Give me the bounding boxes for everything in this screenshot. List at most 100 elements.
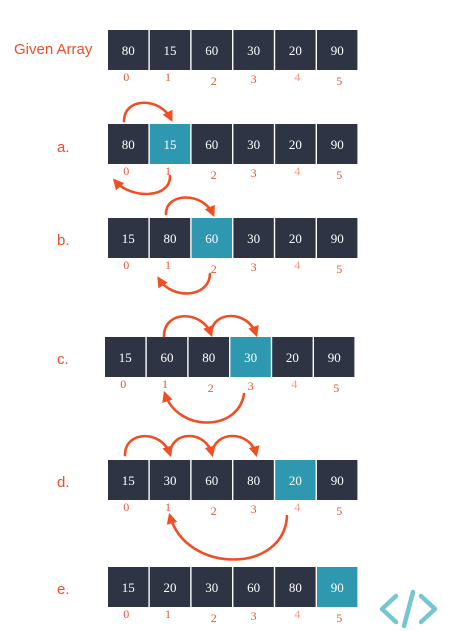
array-cell — [146, 337, 188, 377]
array-cell-value: 15 — [122, 473, 135, 488]
step-label-c: c. — [57, 351, 69, 368]
array-cell-value: 30 — [164, 473, 177, 488]
array-index-label: 5 — [336, 74, 342, 88]
array-cell — [108, 218, 149, 258]
array-cell — [108, 124, 149, 164]
array-cell-value: 15 — [164, 137, 177, 152]
array-index-label: 1 — [165, 70, 171, 84]
array-cell-value: 60 — [205, 137, 218, 152]
array-cell-value: 30 — [205, 580, 218, 595]
array-cell-value: 15 — [122, 231, 135, 246]
arrow-b-back — [157, 272, 212, 295]
array-cell — [314, 337, 355, 377]
array-index-label: 1 — [165, 500, 171, 514]
array-index-label: 5 — [336, 504, 342, 518]
array-cell — [317, 218, 358, 258]
array-cell — [233, 460, 274, 500]
array-cell-value: 90 — [331, 137, 344, 152]
array-cell — [275, 30, 316, 70]
arrow-d-forward-3 — [210, 434, 260, 458]
array-index-label: 1 — [162, 377, 168, 391]
array-cell — [275, 124, 316, 164]
array-cell — [191, 567, 232, 607]
array-cell-value: 80 — [202, 350, 215, 365]
array-cell-value: 20 — [289, 231, 302, 246]
array-index-label: 4 — [291, 377, 297, 391]
array-index-label: 3 — [251, 260, 257, 274]
array-cell-value: 30 — [244, 350, 257, 365]
array-index-label: 5 — [336, 262, 342, 276]
arrow-d-back — [166, 512, 289, 561]
arrow-c-forward-2 — [209, 314, 259, 338]
array-cell — [108, 460, 149, 500]
arrow-d-forward-1 — [123, 434, 173, 458]
array-cell-value: 30 — [247, 43, 260, 58]
array-cell-value: 90 — [331, 231, 344, 246]
array-index-label: 2 — [211, 262, 217, 276]
code-brackets-icon — [379, 589, 438, 629]
step-label-e: e. — [57, 581, 70, 598]
array-index-label: 0 — [123, 258, 129, 272]
array-index-label: 4 — [294, 607, 300, 621]
given-array-label: Given Array — [14, 41, 93, 58]
array-cell-value: 80 — [289, 580, 302, 595]
array-index-label: 4 — [294, 258, 300, 272]
array-cell — [191, 30, 232, 70]
array-cell-value: 90 — [331, 43, 344, 58]
array-index-label: 3 — [251, 166, 257, 180]
array-cell-value: 90 — [331, 580, 344, 595]
array-cell-value: 60 — [205, 43, 218, 58]
array-cell — [275, 460, 316, 500]
array-cell-value: 80 — [122, 137, 135, 152]
array-index-label: 3 — [251, 609, 257, 623]
array-cell-value: 90 — [328, 350, 341, 365]
array-cell — [233, 567, 274, 607]
array-cell — [191, 124, 232, 164]
array-cell — [233, 218, 274, 258]
array-index-label: 5 — [333, 381, 339, 395]
array-index-label: 2 — [211, 504, 217, 518]
arrow-a-forward — [122, 101, 173, 123]
array-index-label: 2 — [211, 168, 217, 182]
array-cell-value: 80 — [247, 473, 260, 488]
array-cell — [275, 218, 316, 258]
array-index-label: 0 — [123, 70, 129, 84]
array-cell — [317, 30, 358, 70]
array-cell-value: 60 — [161, 350, 174, 365]
array-cell-value: 80 — [122, 43, 135, 58]
array-cell — [149, 30, 191, 70]
arrow-d-forward-2 — [168, 434, 216, 458]
array-cell — [149, 124, 191, 164]
array-index-label: 3 — [248, 379, 254, 393]
array-cell-value: 15 — [164, 43, 177, 58]
array-cell-value: 60 — [205, 231, 218, 246]
array-cell-value: 15 — [122, 580, 135, 595]
array-index-label: 1 — [165, 258, 171, 272]
array-cell-value: 60 — [247, 580, 260, 595]
array-cell — [188, 337, 229, 377]
array-index-label: 1 — [165, 607, 171, 621]
array-cell — [317, 567, 358, 607]
array-cell — [317, 460, 358, 500]
array-index-label: 4 — [294, 70, 300, 84]
array-cell-value: 30 — [247, 231, 260, 246]
array-cell — [230, 337, 271, 377]
step-label-d: d. — [57, 474, 70, 491]
array-index-label: 4 — [294, 500, 300, 514]
array-index-label: 4 — [294, 164, 300, 178]
arrow-c-back — [162, 390, 246, 424]
array-cell — [191, 460, 232, 500]
array-index-label: 5 — [336, 168, 342, 182]
array-cell — [108, 30, 149, 70]
array-index-label: 2 — [211, 74, 217, 88]
array-index-label: 0 — [120, 377, 126, 391]
array-cell — [317, 124, 358, 164]
array-index-label: 2 — [208, 381, 214, 395]
array-cell-value: 60 — [205, 473, 218, 488]
